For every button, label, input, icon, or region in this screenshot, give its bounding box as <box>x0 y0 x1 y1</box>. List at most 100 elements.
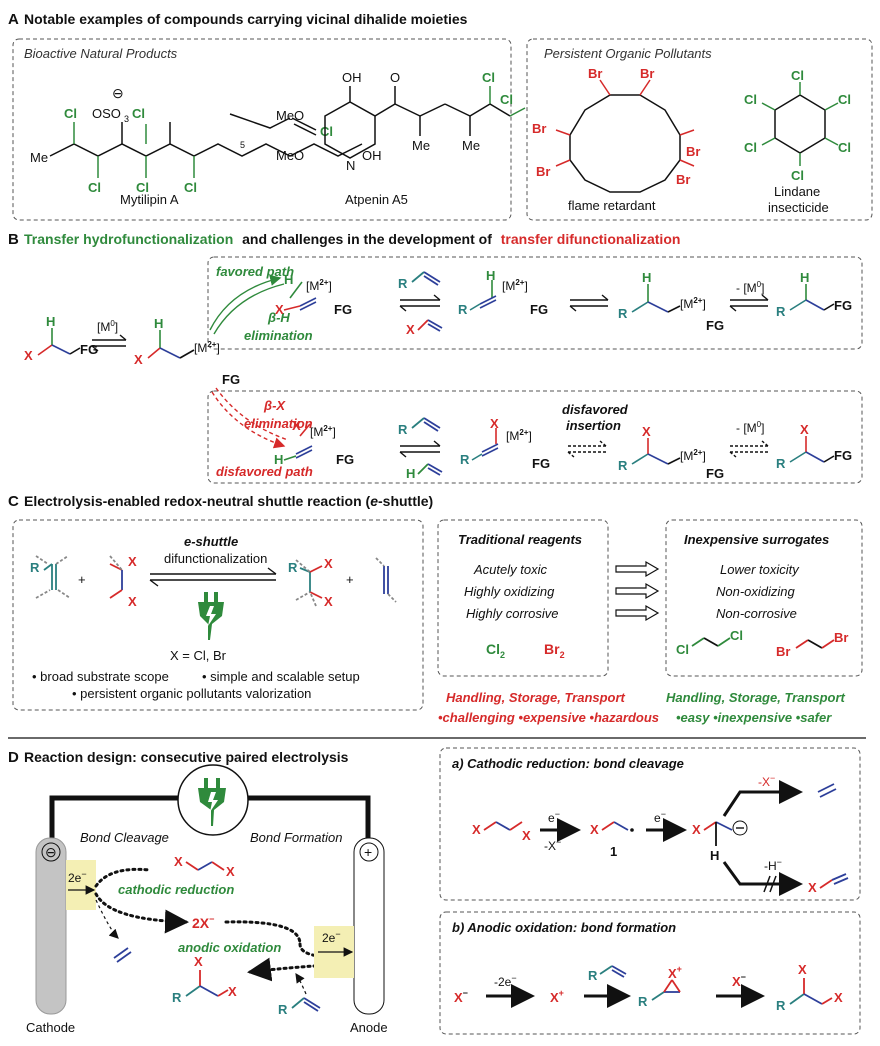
anode-2e-a: 2e <box>322 931 336 945</box>
halonium-ion <box>651 979 681 1001</box>
d-r-alkene: R <box>278 1002 288 1017</box>
a-neg-h: -H− <box>764 857 782 873</box>
d-x-2: X <box>226 864 235 879</box>
atpenin-cl-2: Cl <box>500 92 513 107</box>
c-r: R <box>30 560 40 575</box>
b-top-neg-m0e: ] <box>761 281 764 295</box>
b-x-plus: X+ <box>550 988 564 1005</box>
dce-molecule <box>691 637 731 647</box>
mytilipin-sub5: 5 <box>240 140 245 150</box>
anode-dots-1 <box>224 920 302 946</box>
b-r-halonium: R <box>638 994 648 1009</box>
atpenin-oh: OH <box>362 148 382 163</box>
b-bot-r-prod: R <box>776 456 786 471</box>
b-x-prod-1: X <box>798 962 807 977</box>
section-c-title-it: e <box>370 493 378 509</box>
atpenin-me-2: Me <box>462 138 480 153</box>
b-m0-end: ] <box>115 320 118 334</box>
b-int-m: [M2+] <box>194 340 220 355</box>
br2-sub: 2 <box>560 650 565 660</box>
intermediate-1-label: 1 <box>610 844 617 859</box>
b-int-x: X <box>134 352 143 367</box>
b-top-fg-1: FG <box>334 302 352 317</box>
mytilipin-cl-5: Cl <box>184 180 197 195</box>
b-top-m-2s: 2+ <box>515 278 524 287</box>
atpenin-structure <box>324 86 526 159</box>
b-eq-arrow-1 <box>91 334 127 352</box>
lindane-cl-3: Cl <box>838 140 851 155</box>
cl2-label: Cl2 <box>486 641 505 660</box>
b-bot-m-2a: [M <box>506 429 519 443</box>
c-bullet-2: • simple and scalable setup <box>202 669 360 684</box>
beta-h-label: β-H <box>267 310 290 325</box>
b-bot-r-3: R <box>618 458 628 473</box>
b-top-x-vinyl: X <box>406 322 415 337</box>
favored-arrow <box>209 274 282 331</box>
b-top-fg-prod: FG <box>834 298 852 313</box>
mytilipin-me: Me <box>30 150 48 165</box>
a-x-rad: X <box>590 822 599 837</box>
b-bot-m-2: [M2+] <box>506 428 532 443</box>
cathode-electrode <box>35 837 67 1015</box>
flame-br-4: Br <box>536 164 550 179</box>
b-int-fg: FG <box>222 372 240 387</box>
dce-cl-2: Cl <box>730 628 743 643</box>
cathode-2e-a: 2e <box>68 871 82 885</box>
a-e-1a: e <box>548 811 555 825</box>
d-x-prod-2: X <box>228 984 237 999</box>
cathode-minus: ⊖ <box>45 844 57 860</box>
insertion-label: insertion <box>566 418 621 433</box>
b-m0-label: [M0] <box>97 319 118 334</box>
b-bot-m-3e: ] <box>702 449 705 463</box>
anodic-oxidation-box <box>439 911 861 1035</box>
b-top-neg-m0: - [M0] <box>736 280 764 295</box>
b-bot-alkene <box>411 417 441 432</box>
b-bot-m-1s: 2+ <box>323 424 332 433</box>
lindane-cl-2: Cl <box>838 92 851 107</box>
a-radical <box>601 821 629 831</box>
bond-cleavage-label: Bond Cleavage <box>80 830 169 845</box>
disfavored-arrow-2 <box>215 387 289 441</box>
b-bot-r-alkene: R <box>398 422 408 437</box>
b-x-halonium-a: X <box>668 966 677 981</box>
b-alkene <box>599 965 627 978</box>
a-x-2: X <box>522 828 531 843</box>
b-bot-neg-m0: - [M0] <box>736 420 764 435</box>
b-bot-x-2: X <box>490 416 499 431</box>
b-top-h-1: H <box>284 272 293 287</box>
b-x-prod-2: X <box>834 990 843 1005</box>
b-bot-neg-m0s: 0 <box>757 420 762 429</box>
d-product <box>185 970 229 997</box>
c-x-2: X <box>128 594 137 609</box>
x-cl-br-label: X = Cl, Br <box>170 648 227 663</box>
b-bot-h-eth: H <box>406 466 415 481</box>
b-top-m-3e: ] <box>702 297 705 311</box>
anode-electrode <box>353 837 385 1015</box>
b-m0-a: [M <box>97 320 110 334</box>
lindane-cl-5: Cl <box>744 140 757 155</box>
b-bot-neg-m0a: - [M <box>736 421 757 435</box>
a-title: a) Cathodic reduction: bond cleavage <box>452 756 684 771</box>
favored-path-box <box>207 256 863 350</box>
b-top-m-3a: [M <box>680 297 693 311</box>
section-c-title: Electrolysis-enabled redox-neutral shutt… <box>24 493 433 509</box>
section-b-title: Transfer hydrofunctionalization and chal… <box>24 231 680 247</box>
pollutants-title: Persistent Organic Pollutants <box>544 46 712 61</box>
d-x-1: X <box>174 854 183 869</box>
atpenin-cl-1: Cl <box>482 70 495 85</box>
a-x-vinyl: X <box>808 880 817 895</box>
b-bot-x-3: X <box>642 424 651 439</box>
plug-icon-d <box>198 778 226 826</box>
a-neg-x-a: -X <box>544 839 556 853</box>
dbe-molecule <box>795 639 835 649</box>
handling-red: Handling, Storage, Transport <box>446 690 626 705</box>
cathodic-reduction-label: cathodic reduction <box>118 882 234 897</box>
b-top-fg-3: FG <box>706 318 724 333</box>
dce-cl-1: Cl <box>676 642 689 657</box>
b-bot-eq-2 <box>567 440 607 458</box>
cathode-dots-2 <box>94 892 189 934</box>
beta-h-elim: elimination <box>244 328 313 343</box>
mytilipin-structure <box>49 113 363 178</box>
a-e-2: e− <box>654 809 666 825</box>
